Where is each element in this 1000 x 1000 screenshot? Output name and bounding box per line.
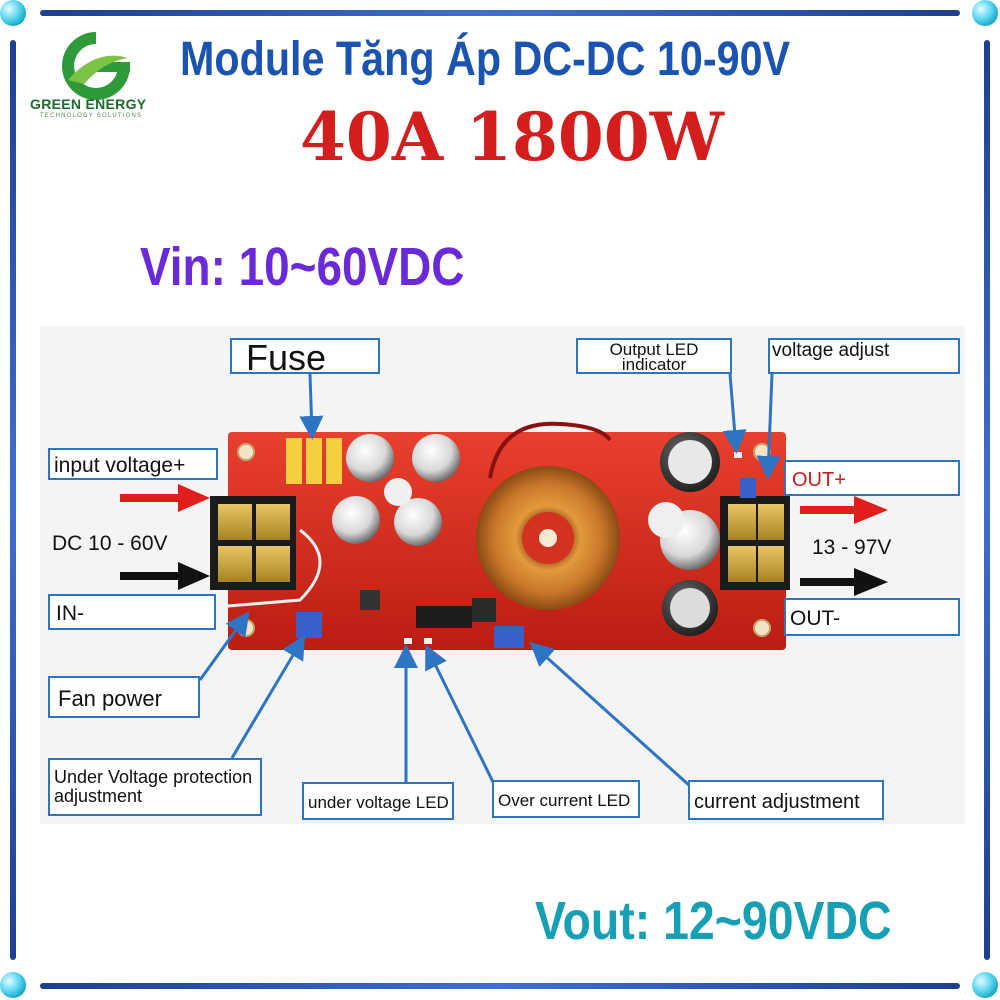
left-frame-bar [10, 40, 16, 960]
input-positive-arrow-icon [120, 484, 210, 512]
voltage-adjust-callout: voltage adjust [768, 338, 960, 374]
green-energy-logo-icon [62, 32, 136, 100]
bottom-frame-bar [40, 983, 960, 989]
input-voltage-callout: input voltage+ [48, 448, 218, 480]
title-line-1: Module Tăng Áp DC-DC 10-90V [180, 33, 791, 86]
dc-input-range-label: DC 10 - 60V [52, 532, 168, 555]
fan-power-callout: Fan power [48, 676, 200, 718]
output-positive-arrow-icon [800, 496, 888, 524]
output-range-label: 13 - 97V [812, 536, 892, 559]
uvp-adjustment-callout: Under Voltage protection adjustment [48, 758, 262, 816]
over-current-led-callout: Over current LED [492, 780, 640, 818]
logo-tagline: TECHNOLOGY SOLUTIONS [40, 113, 143, 119]
in-minus-callout: IN- [48, 594, 216, 630]
output-led-callout: Output LED indicator [576, 338, 732, 374]
input-negative-arrow-icon [120, 562, 210, 590]
corner-top-right [972, 0, 998, 26]
under-voltage-led-callout: under voltage LED [302, 782, 454, 820]
top-frame-bar [40, 10, 960, 16]
title-line-2: 40A 1800W [300, 98, 724, 176]
current-adjustment-callout: current adjustment [688, 780, 884, 820]
logo-name: GREEN ENERGY [30, 96, 147, 112]
corner-bottom-right [972, 972, 998, 998]
vout-spec: Vout: 12~90VDC [535, 891, 892, 951]
right-frame-bar [984, 40, 990, 960]
out-plus-callout: OUT+ [784, 460, 960, 496]
out-minus-callout: OUT- [784, 598, 960, 636]
vin-spec: Vin: 10~60VDC [140, 237, 465, 297]
corner-bottom-left [0, 972, 26, 998]
fuse-callout: Fuse [230, 338, 380, 376]
corner-top-left [0, 0, 26, 26]
output-negative-arrow-icon [800, 568, 888, 596]
